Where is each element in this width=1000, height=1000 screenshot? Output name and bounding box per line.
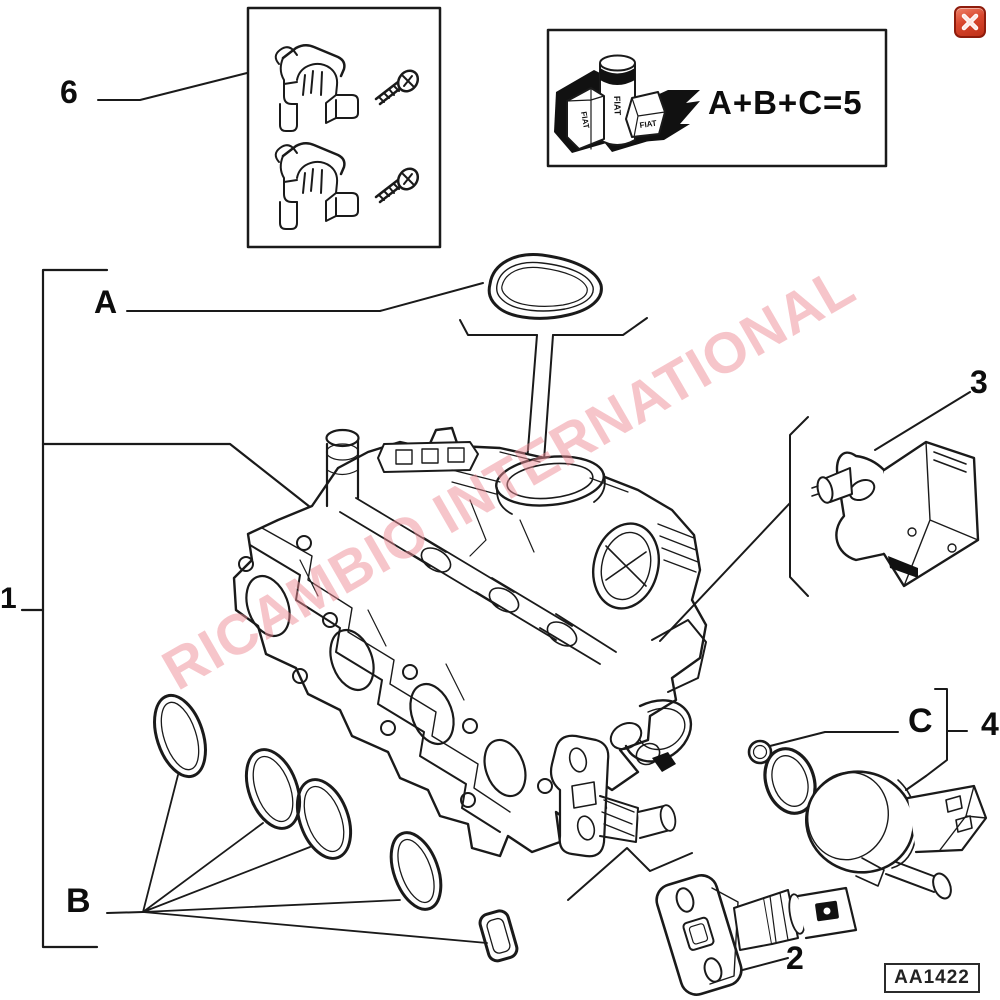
clip-drawing-1 — [274, 44, 420, 132]
close-icon — [961, 13, 979, 31]
callout-6: 6 — [60, 74, 78, 110]
callout-4: 4 — [981, 706, 999, 742]
callout-C: C — [908, 702, 933, 740]
leader-line-3 — [874, 391, 971, 451]
group-1-bracket — [20, 268, 312, 949]
port-gaskets-B — [106, 693, 519, 963]
bracket-4 — [925, 688, 948, 777]
idle-valve-part-4 — [747, 688, 988, 900]
leader-line-C — [769, 731, 899, 747]
callout-3: 3 — [970, 364, 988, 400]
kit-parts-icon: FIAT FIAT FIAT — [554, 54, 700, 153]
fiat-brand-left-box: FIAT — [579, 111, 591, 130]
callout-A: A — [94, 284, 118, 320]
callout-B: B — [66, 882, 91, 920]
throttle-gasket-A — [126, 253, 648, 539]
clips-inset-box — [97, 6, 442, 249]
close-button[interactable] — [954, 6, 986, 38]
fiat-brand-cylinder: FIAT — [612, 96, 623, 116]
temp-sensor-part-2 — [567, 847, 858, 996]
leader-line-6 — [97, 72, 248, 101]
kit-inset-box: FIAT FIAT FIAT — [546, 28, 888, 168]
callout-2: 2 — [786, 940, 804, 976]
leader-lines-B — [106, 774, 488, 944]
drawing-code: AA1422 — [894, 967, 970, 988]
leader-line-2 — [734, 957, 789, 973]
fiat-brand-right-box: FIAT — [639, 119, 657, 130]
callout-1: 1 — [0, 582, 17, 615]
leader-line-A — [126, 282, 484, 312]
clip-drawing-2 — [274, 142, 420, 230]
gasket-b2 — [244, 748, 302, 830]
drawing-code-box: AA1422 — [884, 963, 980, 993]
leader-line-3-bracket — [659, 502, 791, 642]
gasket-b5-square — [478, 909, 519, 963]
kit-formula-text: A+B+C=5 — [708, 84, 863, 121]
gasket-b3 — [295, 778, 353, 860]
gasket-b1 — [153, 693, 207, 779]
map-sensor-part-3 — [659, 391, 980, 642]
gasket-b4 — [389, 831, 443, 911]
intake-manifold-drawing — [232, 426, 708, 858]
leader-line-2-bracket — [567, 847, 693, 901]
